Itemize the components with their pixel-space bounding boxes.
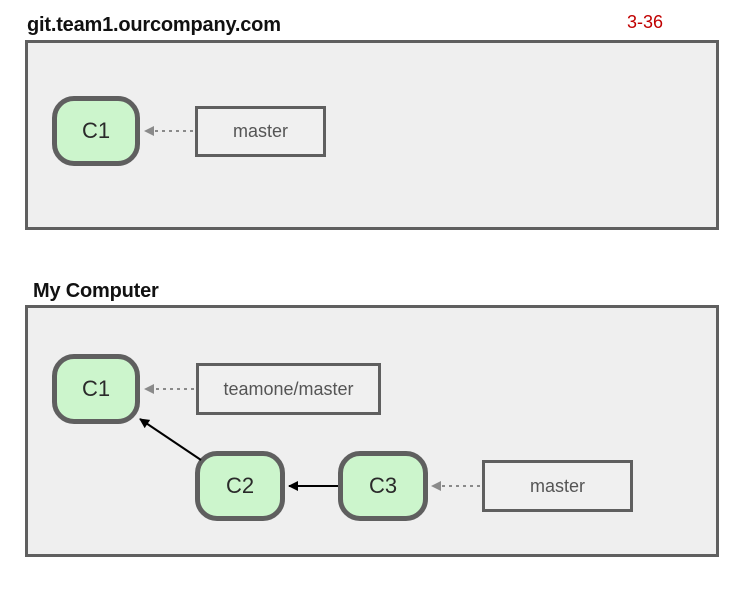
remote-repo-panel (25, 40, 719, 230)
local-branch-master: master (482, 460, 633, 512)
local-repo-title: My Computer (33, 280, 159, 302)
local-commit-c3: C3 (338, 451, 428, 521)
local-branch-teamone-master: teamone/master (196, 363, 381, 415)
remote-branch-master: master (195, 106, 326, 157)
local-commit-c1: C1 (52, 354, 140, 424)
local-commit-c2: C2 (195, 451, 285, 521)
figure-number: 3-36 (627, 12, 664, 32)
remote-commit-c1: C1 (52, 96, 140, 166)
c2-to-c1-parent-arrow (139, 418, 202, 461)
remote-repo-title: git.team1.ourcompany.com (27, 14, 281, 36)
